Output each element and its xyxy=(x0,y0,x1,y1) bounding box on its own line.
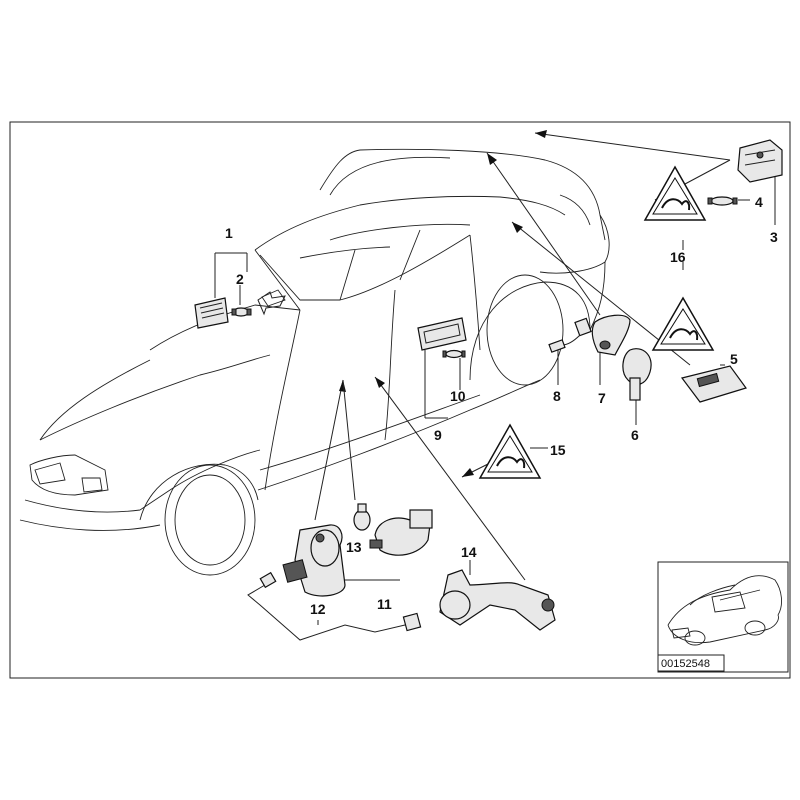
part-7-cover xyxy=(591,314,631,356)
part-14-bracket xyxy=(439,569,556,631)
callout-10: 10 xyxy=(450,388,466,404)
warning-triangle-15 xyxy=(478,423,542,479)
part-9-door-light xyxy=(417,317,467,351)
leader-lines xyxy=(214,130,776,625)
callout-labels: 1 2 3 4 5 6 7 8 9 10 11 12 13 14 15 16 xyxy=(225,194,778,617)
warning-triangle-16-lower xyxy=(651,296,715,351)
part-11-sensor xyxy=(282,524,346,597)
car-outline xyxy=(19,148,610,576)
callout-6: 6 xyxy=(631,427,639,443)
callout-3: 3 xyxy=(770,229,778,245)
part-4-bulb xyxy=(707,196,738,206)
callout-7: 7 xyxy=(598,390,606,406)
callout-12: 12 xyxy=(310,601,326,617)
callout-5: 5 xyxy=(730,351,738,367)
callout-14: 14 xyxy=(461,544,477,560)
callout-9: 9 xyxy=(434,427,442,443)
callout-8: 8 xyxy=(553,388,561,404)
callout-1: 1 xyxy=(225,225,233,241)
warning-triangle-16-upper xyxy=(643,165,707,221)
callout-15: 15 xyxy=(550,442,566,458)
callout-16: 16 xyxy=(670,249,686,265)
part-12-cable xyxy=(247,571,422,641)
inset-thumbnail: 00152548 xyxy=(657,561,789,673)
part-1-interior-light xyxy=(194,297,229,329)
part-6-knob xyxy=(622,348,652,401)
part-10-bulb xyxy=(442,349,466,359)
callout-2: 2 xyxy=(236,271,244,287)
callout-11: 11 xyxy=(377,596,392,612)
part-8-connector xyxy=(548,317,592,353)
part-2-bulb xyxy=(231,307,252,317)
part-3-light-housing xyxy=(737,139,783,183)
part-number: 00152548 xyxy=(661,658,710,670)
part-13-bulb-holder xyxy=(353,503,433,556)
part-5-light-unit xyxy=(680,365,747,403)
callout-4: 4 xyxy=(755,194,763,210)
callout-13: 13 xyxy=(346,539,362,555)
